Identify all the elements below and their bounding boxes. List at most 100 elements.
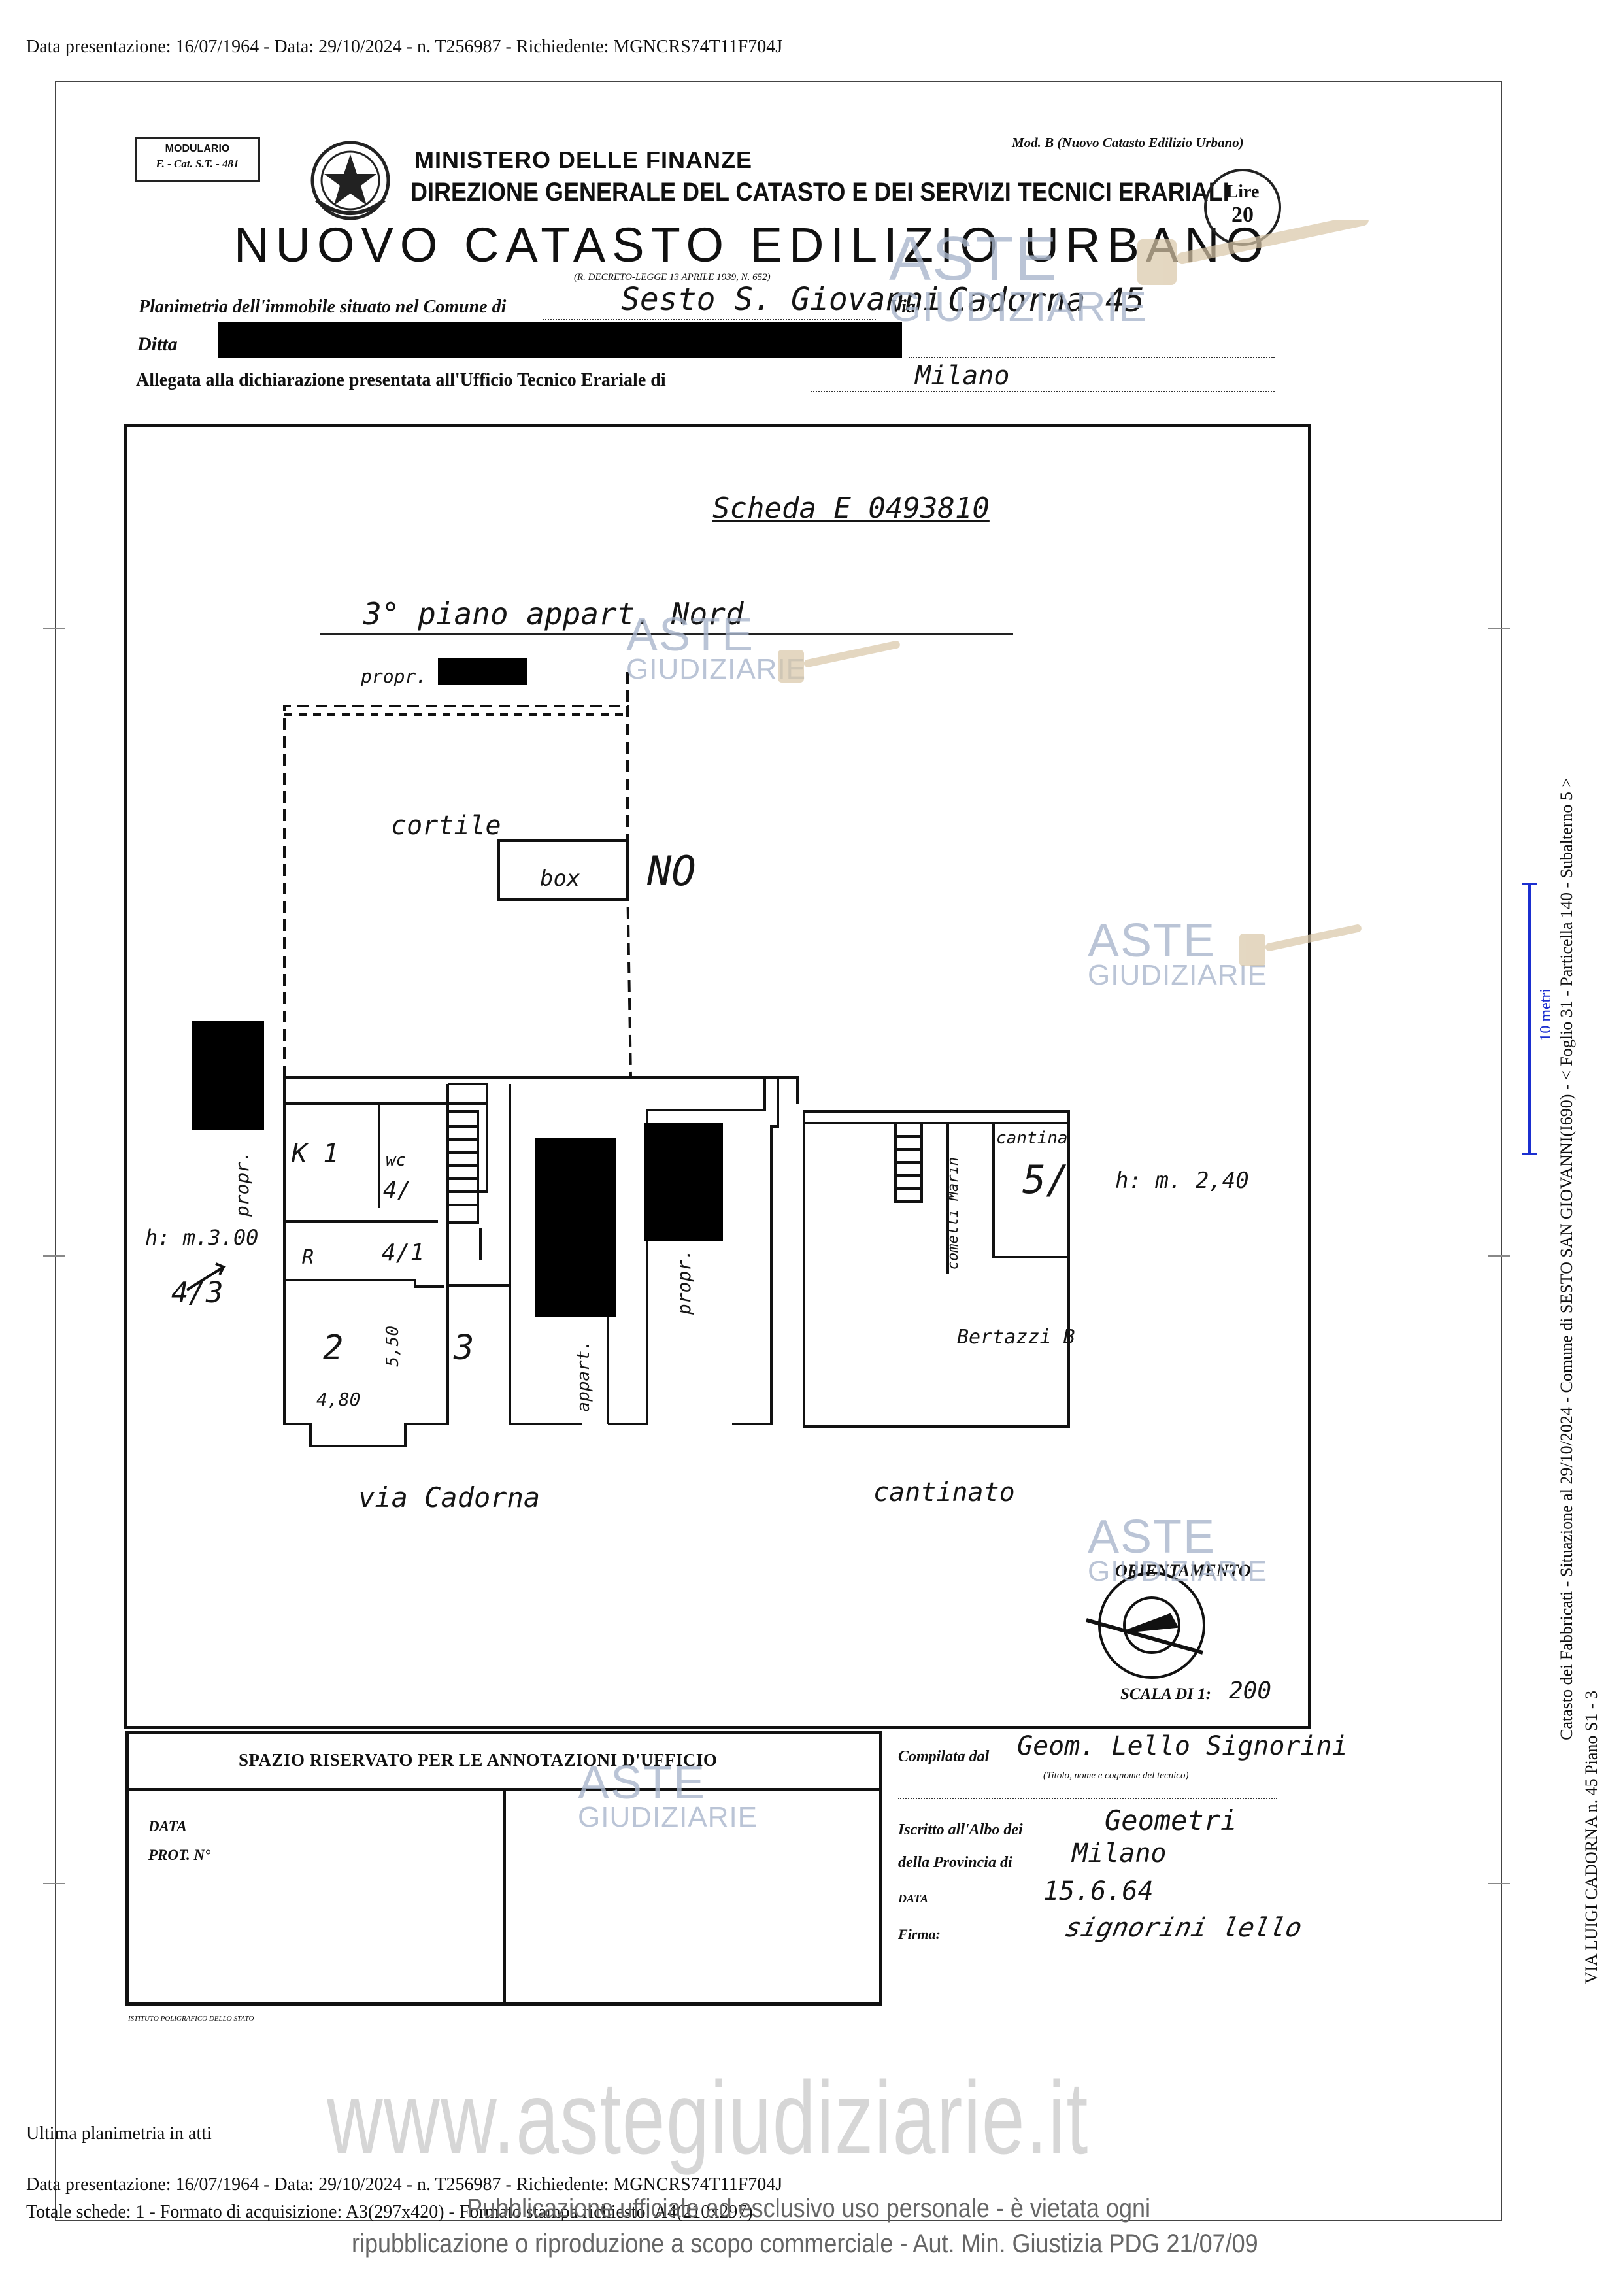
room-4-label: 4/ <box>383 1177 412 1204</box>
watermark-aste-word: ASTE <box>1088 915 1216 967</box>
gavel-icon <box>1239 924 1362 966</box>
propr-right-label: propr. <box>673 1249 695 1315</box>
appart-label: appart. <box>574 1340 594 1412</box>
stamp-value: 20 <box>1231 203 1254 227</box>
modulario-title: MODULARIO <box>165 143 230 154</box>
row1-label: Planimetria dell'immobile situato nel Co… <box>139 297 507 317</box>
frame-tick <box>1488 1255 1510 1257</box>
cantinato-label: cantinato <box>873 1477 1015 1508</box>
compilata-value: Geom. Lello Signorini <box>1017 1731 1348 1761</box>
albo-label: Iscritto all'Albo dei <box>898 1821 1023 1838</box>
direction-name: DIREZIONE GENERALE DEL CATASTO E DEI SER… <box>410 178 1230 207</box>
gavel-icon <box>778 641 900 683</box>
redacted-propr-right <box>644 1123 723 1241</box>
allegata-dotline <box>811 391 1275 392</box>
scale-ruler-cap <box>1522 1153 1537 1155</box>
scale-label: SCALA DI 1: <box>1120 1685 1211 1703</box>
watermark-aste-word: ASTE <box>1088 1511 1216 1563</box>
ditta-label: Ditta <box>137 333 178 355</box>
floor-plan-drawing <box>186 672 1205 1679</box>
room-43-label: 4/3 <box>171 1276 224 1309</box>
allegata-value: Milano <box>915 361 1010 391</box>
watermark-url: www.astegiudiziarie.it <box>327 2061 1089 2176</box>
decree-reference: (R. DECRETO-LEGGE 13 APRILE 1939, N. 652… <box>574 272 771 282</box>
office-data-label: DATA <box>148 1818 187 1834</box>
via-label: Via <box>890 297 916 317</box>
emblem-icon <box>310 141 390 220</box>
gavel-icon <box>1137 220 1369 285</box>
office-title-row: SPAZIO RISERVATO PER LE ANNOTAZIONI D'UF… <box>129 1734 879 1791</box>
mod-b-label: Mod. B (Nuovo Catasto Edilizio Urbano) <box>1012 135 1244 150</box>
room-3-label: 3 <box>454 1328 475 1368</box>
row1-dotline <box>543 319 876 320</box>
scale-ruler-label: 10 metri <box>1537 988 1554 1041</box>
allegata-label: Allegata alla dichiarazione presentata a… <box>136 370 666 390</box>
redacted-appart <box>535 1138 616 1317</box>
office-title: SPAZIO RISERVATO PER LE ANNOTAZIONI D'UF… <box>239 1750 718 1770</box>
footer-line2: Totale schede: 1 - Formato di acquisizio… <box>26 2202 753 2222</box>
plan-title-underline <box>320 633 1013 635</box>
watermark-giudiziarie-word: GIUDIZIARIE <box>1088 1555 1268 1588</box>
watermark-notice-1: Pubblicazione ufficiale ad esclusivo uso… <box>467 2194 1150 2223</box>
watermark-aste-word: ASTE <box>578 1757 707 1809</box>
row1-comune-value: Sesto S. Giovanni <box>621 281 943 318</box>
main-title: NUOVO CATASTO EDILIZIO URBANO <box>234 218 1271 272</box>
box-label: box <box>540 866 580 892</box>
ministry-name: MINISTERO DELLE FINANZE <box>414 146 752 173</box>
compiled-data-label: DATA <box>898 1892 929 1905</box>
watermark-aste-4: ASTE GIUDIZIARIE <box>1088 1511 1268 1588</box>
frame-tick <box>1488 1883 1510 1884</box>
scale-ruler <box>1528 883 1531 1155</box>
firma-label: Firma: <box>898 1926 941 1942</box>
watermark-aste-2: ASTE GIUDIZIARIE <box>626 611 806 684</box>
frame-tick <box>43 1883 65 1884</box>
frame-tick <box>1488 628 1510 629</box>
office-prot-label: PROT. N° <box>148 1847 211 1863</box>
office-divider <box>503 1788 506 2002</box>
modulario-code: F. - Cat. S.T. - 481 <box>156 158 239 170</box>
revenue-stamp: Lire 20 <box>1204 169 1281 246</box>
cellar-owner-label: Bertazzi B <box>957 1326 1075 1349</box>
frame-tick <box>43 628 65 629</box>
watermark-aste-word: ASTE <box>889 224 1058 294</box>
provincia-value: Milano <box>1072 1838 1167 1868</box>
cellar-owner-vertical: comelli Marin <box>945 1157 962 1270</box>
plan-title: 3° piano appart. Nord <box>363 596 744 632</box>
propr-left-label: propr. <box>231 1151 253 1217</box>
redacted-propr-top <box>438 658 527 685</box>
scale-ruler-cap <box>1522 883 1537 885</box>
room-2-label: 2 <box>323 1328 344 1368</box>
compiled-data-value: 15.6.64 <box>1043 1876 1154 1906</box>
orientation-label: ORIENTAMENTO <box>1115 1561 1251 1580</box>
watermark-giudiziarie-word: GIUDIZIARIE <box>578 1801 758 1834</box>
modulario-box: MODULARIO F. - Cat. S.T. - 481 <box>135 137 260 182</box>
stamp-lire: Lire <box>1226 182 1260 202</box>
frame-tick <box>43 1255 65 1257</box>
row1-via-value: Cadorna 45 <box>948 281 1145 319</box>
redacted-owner <box>218 322 902 358</box>
header-request-line: Data presentazione: 16/07/1964 - Data: 2… <box>26 37 783 57</box>
room-k1-label: K 1 <box>292 1139 339 1169</box>
dimension-horizontal: 4,80 <box>316 1389 361 1410</box>
printer-credit: ISTITUTO POLIGRAFICO DELLO STATO <box>128 2015 254 2023</box>
cortile-label: cortile <box>391 811 501 841</box>
cantina-label: cantina <box>996 1128 1068 1148</box>
cantina-number: 5/ <box>1022 1157 1070 1203</box>
street-label: via Cadorna <box>358 1481 541 1513</box>
room-wc-label: wc <box>386 1151 407 1170</box>
no-label: NO <box>647 847 696 895</box>
signature: signorini lello <box>1062 1913 1305 1943</box>
side-address-line: VIA LUIGI CADORNA n. 45 Piano S1 - 3 <box>1582 1691 1601 1984</box>
document-frame <box>55 81 1502 2221</box>
footer-ultima: Ultima planimetria in atti <box>26 2123 212 2144</box>
propr-top-label: propr. <box>361 666 427 687</box>
height-left-label: h: m.3.00 <box>145 1225 259 1250</box>
watermark-giudiziarie-word: GIUDIZIARIE <box>1088 959 1268 992</box>
provincia-label: della Provincia di <box>898 1854 1012 1871</box>
side-cadastre-line: Catasto dei Fabbricati - Situazione al 2… <box>1557 778 1576 1740</box>
albo-value: Geometri <box>1105 1804 1237 1836</box>
compilata-subtitle: (Titolo, nome e cognome del tecnico) <box>1043 1770 1189 1781</box>
watermark-notice-2: ripubblicazione o riproduzione a scopo c… <box>352 2229 1258 2258</box>
plan-area <box>124 424 1311 1729</box>
watermark-aste-1: ASTE GIUDIZIARIE <box>889 224 1147 328</box>
